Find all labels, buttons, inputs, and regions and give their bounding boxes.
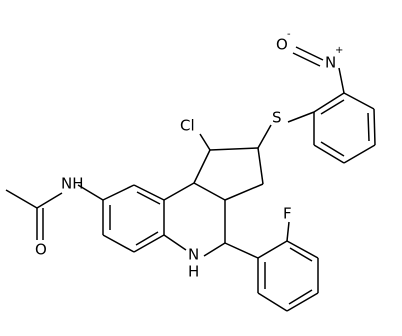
bond-benzo-4-inner — [135, 231, 159, 246]
nitro-o-charge: - — [287, 29, 291, 40]
bond-benzo-4 — [133, 234, 165, 253]
bond-nitro-n-o-double — [292, 52, 321, 67]
bond-np-2 — [343, 92, 375, 110]
bond-c3a-c9b — [193, 182, 226, 201]
bond-benzo-2-inner — [136, 191, 161, 205]
nitro-n-label: N — [325, 54, 336, 72]
bond-layer — [5, 46, 376, 312]
bond-np-5-inner — [320, 141, 345, 157]
atom-label-layer: O - N + Cl S NH O N H F — [35, 29, 343, 281]
nitro-o-label: O — [276, 36, 288, 54]
bond-nh-aryl — [77, 184, 104, 201]
bond-np-3 — [373, 108, 376, 146]
bond-c2-c3 — [257, 147, 264, 185]
bond-c3-c3a — [224, 183, 264, 201]
bond-c9b-c1-cp — [193, 149, 211, 184]
bond-benzo-1 — [102, 184, 135, 201]
ring-n-h-label: H — [188, 263, 199, 281]
bond-c1-c2 — [209, 147, 259, 151]
bond-c1-cl — [199, 133, 211, 151]
sulfur-label: S — [272, 109, 282, 127]
bond-benzo-5 — [102, 234, 135, 253]
bond-c5a-n5 — [163, 234, 187, 251]
bond-benzo-2 — [133, 184, 165, 201]
ring-n-label: N — [188, 246, 199, 264]
bond-fp-4 — [286, 292, 319, 312]
nitro-n-charge: + — [335, 45, 343, 56]
amine-nh-label: NH — [61, 175, 84, 193]
bond-c2-s — [257, 124, 272, 149]
bond-aryl-nitro-n — [338, 67, 345, 94]
carbonyl-o-label: O — [35, 241, 47, 259]
bond-fp-f — [286, 221, 290, 242]
bond-fp-5 — [257, 292, 288, 312]
bond-fp-1 — [257, 240, 288, 259]
bond-np-3-inner — [367, 112, 370, 142]
bond-np-1 — [313, 92, 345, 113]
bond-methyl-carbonyl — [5, 189, 38, 209]
bond-c4-fp — [224, 242, 259, 259]
bond-np-5 — [313, 144, 345, 164]
bond-np-1-inner — [320, 99, 345, 115]
bond-s-aryl — [287, 111, 315, 123]
fluoro-label: F — [283, 205, 292, 223]
bond-fp-2-inner — [289, 247, 313, 262]
bond-fp-2 — [286, 240, 319, 259]
bond-nitro-n-o — [295, 46, 324, 61]
bond-n5-c4 — [203, 242, 226, 257]
bond-c9b-c1 — [163, 182, 195, 201]
bond-fp-4-inner — [288, 289, 313, 305]
chloro-label: Cl — [180, 117, 195, 135]
bond-carbonyl-nh — [36, 192, 63, 209]
bond-np-4 — [343, 144, 376, 164]
